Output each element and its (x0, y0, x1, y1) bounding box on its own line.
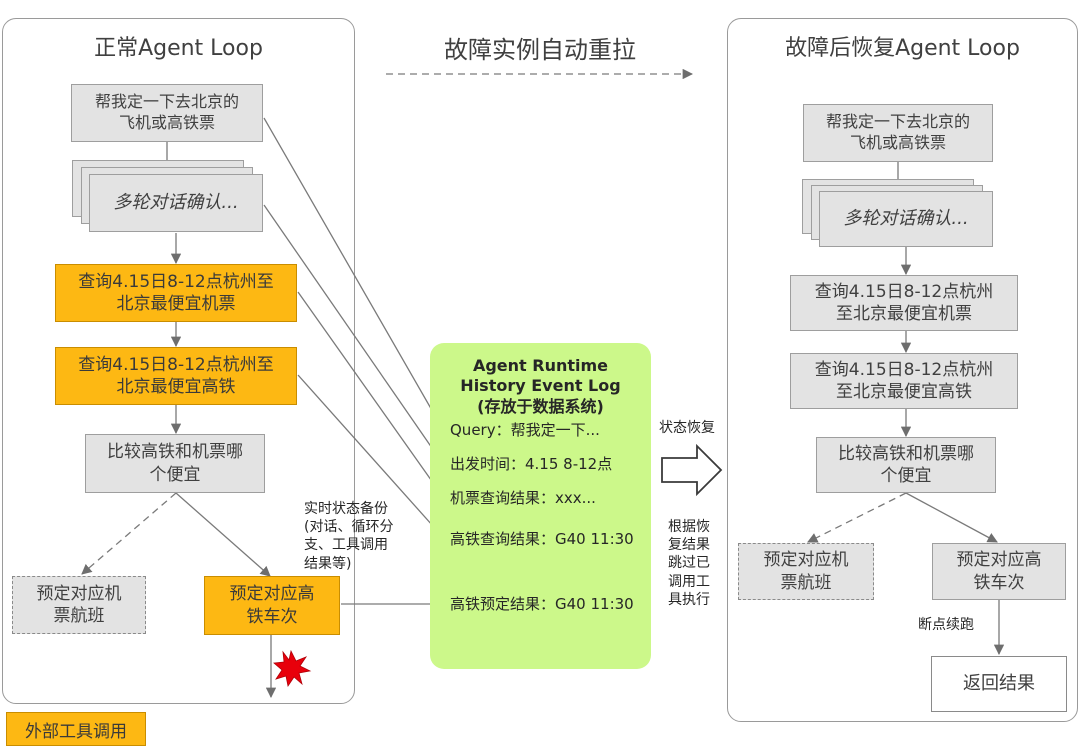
right-train-query-box: 查询4.15日8-12点杭州 至北京最便宜高铁 (790, 353, 1018, 409)
log-title-line: Agent Runtime (472, 356, 609, 375)
recovered-loop-title: 故障后恢复Agent Loop (785, 36, 1020, 61)
right-compare-box: 比较高铁和机票哪 个便宜 (816, 437, 996, 493)
left-book-flight-box: 预定对应机 票航班 (12, 576, 146, 634)
history-event-log-title: Agent Runtime History Event Log (存放于数据系统… (430, 356, 651, 417)
left-dialog-box: 多轮对话确认... (89, 174, 263, 232)
state-restore-arrow (661, 443, 723, 497)
log-title-line: History Event Log (460, 376, 621, 396)
right-query-box: 帮我定一下去北京的 飞机或高铁票 (803, 104, 993, 162)
left-query-box: 帮我定一下去北京的 飞机或高铁票 (71, 84, 263, 142)
left-compare-box: 比较高铁和机票哪 个便宜 (85, 434, 265, 493)
realtime-backup-note: 实时状态备份 (对话、循环分 支、工具调用 结果等) (304, 501, 394, 572)
return-result-box: 返回结果 (931, 656, 1067, 712)
left-train-query-box: 查询4.15日8-12点杭州至 北京最便宜高铁 (55, 347, 297, 405)
log-line-train-result: 高铁查询结果：G40 11:30 (450, 530, 634, 548)
state-restore-label: 状态恢复 (659, 420, 715, 436)
right-flight-query-box: 查询4.15日8-12点杭州 至北京最便宜机票 (790, 275, 1018, 331)
skip-executed-tools-note: 根据恢 复结果 跳过已 调用工 具执行 (668, 519, 710, 608)
log-line-query: Query：帮我定一下... (450, 421, 600, 439)
right-book-train-box: 预定对应高 铁车次 (932, 543, 1066, 600)
right-dialog-box: 多轮对话确认... (819, 191, 993, 247)
left-book-train-box: 预定对应高 铁车次 (204, 576, 340, 635)
log-line-train-booking: 高铁预定结果：G40 11:30 (450, 595, 634, 613)
right-book-flight-box: 预定对应机 票航班 (738, 543, 874, 600)
history-event-log-panel (430, 343, 651, 669)
log-line-departure: 出发时间：4.15 8-12点 (450, 455, 613, 473)
log-line-flight-result: 机票查询结果：xxx... (450, 489, 596, 507)
normal-loop-title: 正常Agent Loop (94, 36, 263, 61)
left-flight-query-box: 查询4.15日8-12点杭州至 北京最便宜机票 (55, 264, 297, 322)
auto-restart-title: 故障实例自动重拉 (444, 36, 636, 64)
legend-external-tool-call: 外部工具调用 (6, 712, 146, 746)
log-title-line: (存放于数据系统) (477, 396, 604, 416)
breakpoint-resume-label: 断点续跑 (918, 617, 974, 633)
